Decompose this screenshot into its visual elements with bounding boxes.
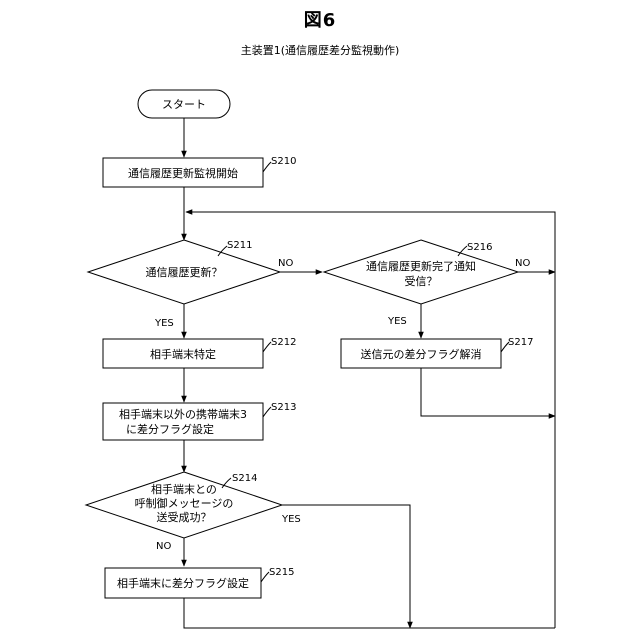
- step-s216: 通信履歴更新完了通知 受信？ S216 NO YES: [324, 240, 530, 327]
- step-s217: 送信元の差分フラグ解消 S217: [341, 337, 533, 368]
- start-label: スタート: [162, 98, 206, 111]
- step-s215: 相手端末に差分フラグ設定 S215: [105, 567, 294, 598]
- line-s215-to-return: [184, 598, 555, 628]
- step-id-s212: S212: [271, 337, 296, 348]
- step-s212: 相手端末特定 S212: [103, 337, 296, 368]
- step-s210: 通信履歴更新監視開始 S210: [103, 156, 296, 187]
- step-text-s215: 相手端末に差分フラグ設定: [117, 576, 249, 590]
- step-id-s215: S215: [269, 567, 294, 578]
- step-id-s216: S216: [467, 242, 492, 253]
- step-id-leader-s215: [261, 572, 269, 582]
- start-terminal: スタート: [138, 90, 230, 118]
- step-text-s213-line2: に差分フラグ設定: [126, 422, 214, 436]
- step-id-leader-s213: [263, 407, 271, 417]
- arrow-s214-yes-down: [282, 505, 410, 628]
- step-id-leader-s212: [263, 342, 271, 352]
- step-id-s211: S211: [227, 240, 252, 251]
- branch-label-s216-yes: YES: [387, 316, 407, 327]
- step-id-s210: S210: [271, 156, 296, 167]
- step-text-s214-line3: 送受成功？: [157, 510, 212, 524]
- step-text-s214-line1: 相手端末との: [151, 482, 217, 496]
- arrow-s217-to-return: [421, 368, 555, 416]
- connectors: [184, 118, 555, 628]
- step-text-s212: 相手端末特定: [150, 347, 216, 361]
- branch-label-s211-no: NO: [278, 258, 293, 269]
- step-text-s214-line2: 呼制御メッセージの: [135, 496, 234, 510]
- step-s213: 相手端末以外の携帯端末3 に差分フラグ設定 S213: [103, 402, 296, 440]
- step-text-s213-line1: 相手端末以外の携帯端末3: [119, 407, 247, 421]
- step-text-s217: 送信元の差分フラグ解消: [361, 347, 482, 361]
- step-id-s217: S217: [508, 337, 533, 348]
- branch-label-s211-yes: YES: [154, 318, 174, 329]
- step-s214: 相手端末との 呼制御メッセージの 送受成功？ S214 YES NO: [86, 472, 301, 552]
- step-id-s214: S214: [232, 473, 257, 484]
- branch-label-s214-no: NO: [156, 541, 171, 552]
- step-text-s216-line1: 通信履歴更新完了通知: [366, 259, 476, 273]
- branch-label-s216-no: NO: [515, 258, 530, 269]
- step-id-leader-s210: [263, 162, 271, 172]
- step-text-s210: 通信履歴更新監視開始: [128, 166, 238, 180]
- step-text-s211: 通信履歴更新？: [146, 265, 223, 279]
- branch-label-s214-yes: YES: [281, 514, 301, 525]
- step-id-s213: S213: [271, 402, 296, 413]
- step-s211: 通信履歴更新？ S211 NO YES: [88, 240, 293, 329]
- step-text-s216-line2: 受信？: [405, 275, 438, 288]
